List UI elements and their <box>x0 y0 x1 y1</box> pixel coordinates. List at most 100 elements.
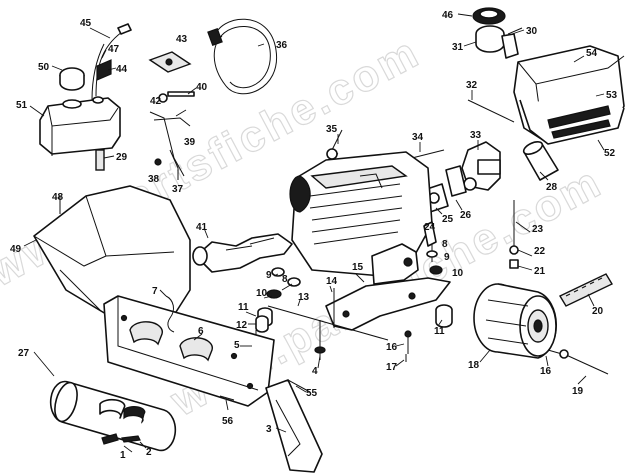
clamp-1 <box>101 433 119 445</box>
callout-45: 45 <box>80 18 92 29</box>
callout-32: 32 <box>466 80 478 91</box>
nut-42 <box>158 93 168 103</box>
callout-31: 31 <box>452 42 464 53</box>
callout-38: 38 <box>148 174 160 185</box>
callout-1: 1 <box>120 450 126 461</box>
drive-belt-20 <box>559 273 613 307</box>
belly-pan-assembly <box>33 185 191 321</box>
callout-20: 20 <box>592 306 604 317</box>
washer-38 <box>154 158 162 166</box>
callout-10b: 10 <box>256 288 268 299</box>
callout-15: 15 <box>352 262 364 273</box>
callout-49: 49 <box>10 244 22 255</box>
callout-21: 21 <box>534 266 546 277</box>
callout-4: 4 <box>312 366 318 377</box>
cylinder-11b <box>435 304 453 328</box>
nut-8b <box>287 277 301 287</box>
callout-24: 24 <box>424 222 436 233</box>
callout-17: 17 <box>386 362 398 373</box>
callout-16b: 16 <box>540 366 552 377</box>
decal-44 <box>96 59 112 81</box>
callout-11b: 11 <box>434 326 445 337</box>
callout-51: 51 <box>16 100 28 111</box>
callout-14: 14 <box>326 276 338 287</box>
callout-48: 48 <box>52 192 64 203</box>
spring-7 <box>165 295 175 333</box>
spring-22 <box>509 245 519 255</box>
callout-40: 40 <box>196 82 208 93</box>
callout-19: 19 <box>572 386 584 397</box>
callout-16a: 16 <box>386 342 398 353</box>
bolt-56 <box>219 395 235 401</box>
spacer-24 <box>423 221 437 247</box>
bracket-37 <box>169 149 179 180</box>
callout-6: 6 <box>198 326 204 337</box>
drive-clutch-18 <box>473 283 609 375</box>
engine-mount-plate <box>267 277 453 362</box>
rod-39 <box>149 111 185 177</box>
callout-13: 13 <box>298 292 310 303</box>
mount-hardware <box>255 267 301 354</box>
callout-labels: 45 47 44 50 51 29 43 40 42 39 38 37 36 4… <box>10 10 618 461</box>
callout-44: 44 <box>116 64 128 75</box>
carburetor-assembly <box>403 141 519 269</box>
callout-28: 28 <box>546 182 558 193</box>
callout-55: 55 <box>306 388 318 399</box>
bracket-clip-55 <box>287 379 311 393</box>
callout-25: 25 <box>442 214 454 225</box>
callout-11a: 11 <box>238 302 249 313</box>
callout-36: 36 <box>276 40 288 51</box>
stud-32 <box>467 99 515 123</box>
callout-7: 7 <box>152 286 158 297</box>
plate-15 <box>325 277 451 331</box>
callout-43: 43 <box>176 34 188 45</box>
shaft-13 <box>267 305 389 341</box>
fuel-tank-assembly <box>39 23 132 171</box>
clip-30 <box>507 27 523 35</box>
callout-8a: 8 <box>442 239 448 250</box>
callout-53: 53 <box>606 90 618 101</box>
callout-27: 27 <box>18 348 30 359</box>
fuel-line-47 <box>91 43 105 101</box>
callout-41: 41 <box>196 222 208 233</box>
callout-5: 5 <box>234 340 240 351</box>
callout-50: 50 <box>38 62 50 73</box>
throttle-bracket-assembly <box>148 51 195 180</box>
callout-35: 35 <box>326 124 338 135</box>
elbow-31 <box>475 25 505 53</box>
fuel-outlet-29 <box>95 149 105 171</box>
fuel-line-45 <box>95 31 123 97</box>
callout-56: 56 <box>222 416 234 427</box>
callout-10a: 10 <box>452 268 464 279</box>
shroud-49 <box>33 185 191 321</box>
callout-33: 33 <box>470 130 482 141</box>
band-clamp-36 <box>207 18 278 95</box>
callout-52: 52 <box>604 148 616 159</box>
callout-39: 39 <box>184 137 196 148</box>
callout-30: 30 <box>526 26 538 37</box>
leader-lines <box>23 13 605 453</box>
callout-3: 3 <box>266 424 272 435</box>
bolt-19 <box>563 353 609 375</box>
muffler-27 <box>49 380 177 452</box>
callout-12: 12 <box>236 320 248 331</box>
air-intake-assembly <box>467 7 625 181</box>
callout-23: 23 <box>532 224 544 235</box>
nut-10a <box>429 265 443 275</box>
callout-8b: 8 <box>282 274 288 285</box>
callout-29: 29 <box>116 152 128 163</box>
engine-base <box>371 243 419 285</box>
callout-42: 42 <box>150 96 162 107</box>
gasket-2 <box>121 435 141 443</box>
callout-47: 47 <box>108 44 120 55</box>
callout-54: 54 <box>586 48 598 59</box>
exhaust-manifold-41 <box>192 233 293 273</box>
washer-9a <box>426 250 438 258</box>
callout-37: 37 <box>172 184 184 195</box>
nut-21 <box>509 259 519 269</box>
callout-9a: 9 <box>444 252 450 263</box>
callout-2: 2 <box>146 447 152 458</box>
bolt-40 <box>167 91 195 97</box>
callout-18: 18 <box>468 360 480 371</box>
